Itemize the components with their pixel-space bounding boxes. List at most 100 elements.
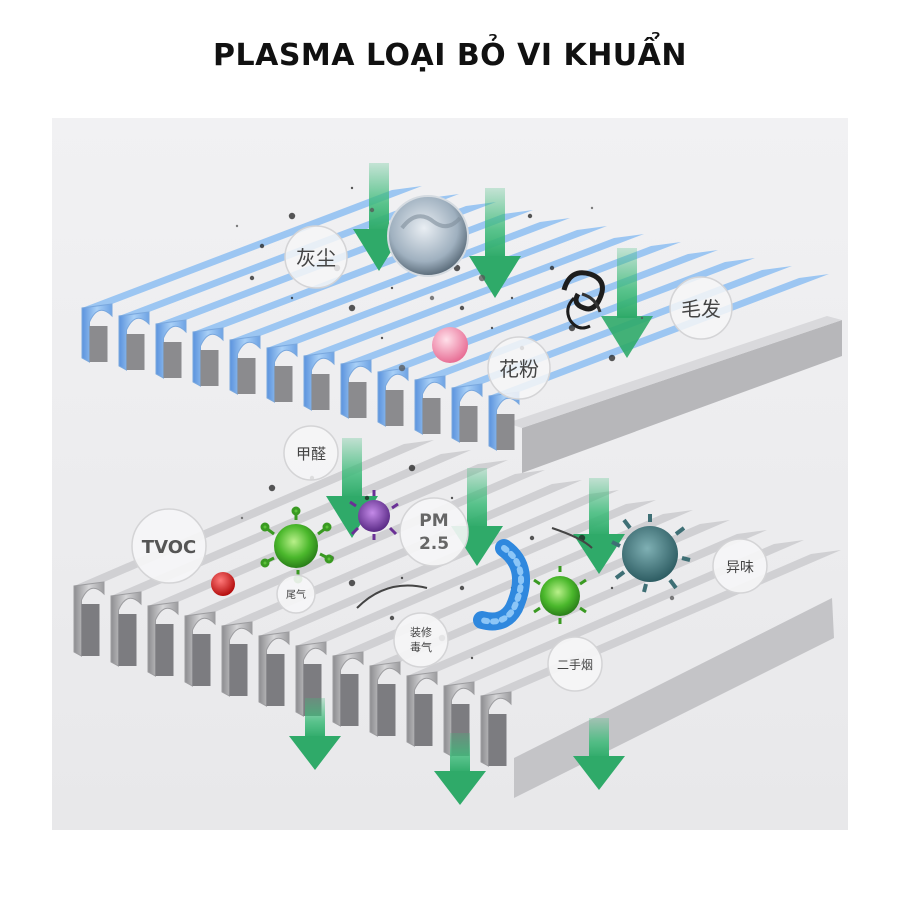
teal-virus-icon [611, 514, 691, 593]
dust-speck [364, 495, 370, 501]
dust-speck [408, 464, 416, 472]
dust-speck [459, 585, 465, 591]
airflow-arrows [289, 163, 653, 805]
filter-ridge [267, 226, 607, 348]
label-hair: 毛发 [681, 297, 721, 321]
filter-groove [81, 604, 100, 656]
dust-speck [268, 484, 276, 492]
dust-speck [610, 586, 614, 590]
filter-ridge [341, 242, 681, 364]
dust-speck [478, 274, 486, 282]
filter-groove [488, 714, 507, 766]
purple-virus-icon [349, 490, 399, 540]
filter-groove [340, 674, 359, 726]
arrow-down-icon [469, 188, 521, 298]
dust-speck [390, 286, 394, 290]
red-particle-icon [211, 572, 235, 596]
filter-groove [459, 406, 478, 442]
label-bubble-toxic-gas: 装修 毒气 [393, 612, 449, 668]
dust-speck [249, 275, 255, 281]
dust-speck [568, 324, 576, 332]
filter-illustration: 灰尘 毛发 花粉 甲醛 TVOC PM 2.5 异味 尾气 装修 毒气 二手烟 [52, 118, 848, 830]
dust-speck [590, 206, 594, 210]
filter-groove [118, 614, 137, 666]
dust-speck [429, 295, 435, 301]
label-formaldehyde: 甲醛 [296, 445, 326, 463]
filter-groove [422, 398, 441, 434]
dust-speck [669, 595, 675, 601]
filter-ridge [296, 500, 656, 646]
filter-groove [496, 414, 515, 450]
dust-speck [400, 576, 404, 580]
label-bubble-secondhand-smoke: 二手烟 [547, 636, 603, 692]
label-bubble-hair: 毛发 [669, 276, 733, 340]
dust-ball-icon [387, 195, 469, 277]
dust-speck [510, 296, 514, 300]
filter-groove [229, 644, 248, 696]
dust-speck [490, 326, 494, 330]
bacteria-icon [473, 539, 530, 631]
dust-speck [549, 265, 555, 271]
label-bubble-odor: 异味 [712, 538, 768, 594]
dust-speck [389, 615, 395, 621]
hair-icon [561, 270, 605, 330]
label-tvoc: TVOC [142, 537, 196, 558]
filter-groove [274, 366, 293, 402]
filter-ridge [82, 186, 422, 308]
dust-speck [288, 212, 296, 220]
filter-groove [192, 634, 211, 686]
smoke-line [356, 584, 428, 609]
label-toxic-line2: 毒气 [410, 640, 432, 654]
dust-speck [348, 579, 356, 587]
label-bubble-formaldehyde: 甲醛 [283, 425, 339, 481]
dust-speck [380, 336, 384, 340]
dust-speck [608, 354, 616, 362]
filter-groove [377, 684, 396, 736]
filter-groove [266, 654, 285, 706]
filter-ridge [407, 530, 767, 676]
filter-groove [385, 390, 404, 426]
label-pm25-line1: PM [419, 511, 448, 531]
arrow-down-icon [289, 698, 341, 770]
filter-groove [200, 350, 219, 386]
dust-speck [235, 224, 239, 228]
filter-groove [163, 342, 182, 378]
dust-speck [350, 186, 354, 190]
filter-groove [311, 374, 330, 410]
filter-diagram-svg: 灰尘 毛发 花粉 甲醛 TVOC PM 2.5 异味 尾气 装修 毒气 二手烟 [52, 118, 848, 830]
smoke-line [551, 527, 593, 549]
dust-speck [240, 516, 244, 520]
page-title: PLASMA LOẠI BỎ VI KHUẨN [213, 38, 687, 73]
arrow-down-icon [573, 718, 625, 790]
filter-ridge [148, 460, 508, 606]
dust-speck [529, 535, 535, 541]
dust-speck [369, 207, 375, 213]
dust-speck [398, 364, 406, 372]
label-dust: 灰尘 [296, 246, 336, 270]
filter-groove [155, 624, 174, 676]
label-exhaust: 尾气 [286, 588, 306, 601]
filter-ridge [444, 540, 804, 686]
label-bubble-exhaust: 尾气 [276, 574, 316, 614]
filter-groove [414, 694, 433, 746]
dust-speck [470, 656, 474, 660]
dust-speck [527, 213, 533, 219]
label-toxic-line1: 装修 [410, 625, 432, 639]
label-pollen: 花粉 [499, 357, 539, 381]
arrow-down-icon [601, 248, 653, 358]
label-bubble-tvoc: TVOC [131, 508, 207, 584]
dust-speck [459, 305, 465, 311]
filter-groove [126, 334, 145, 370]
filter-groove [348, 382, 367, 418]
filter-ridge [304, 234, 644, 356]
arrow-down-icon [434, 733, 486, 805]
label-pm25-line2: 2.5 [419, 534, 449, 554]
filter-groove [237, 358, 256, 394]
dust-speck [348, 304, 356, 312]
dust-speck [290, 296, 294, 300]
green-virus-icon [533, 566, 587, 624]
label-odor: 异味 [726, 560, 754, 576]
label-bubble-dust: 灰尘 [284, 225, 348, 289]
dust-speck [640, 316, 644, 320]
label-secondhand-smoke: 二手烟 [557, 658, 593, 672]
